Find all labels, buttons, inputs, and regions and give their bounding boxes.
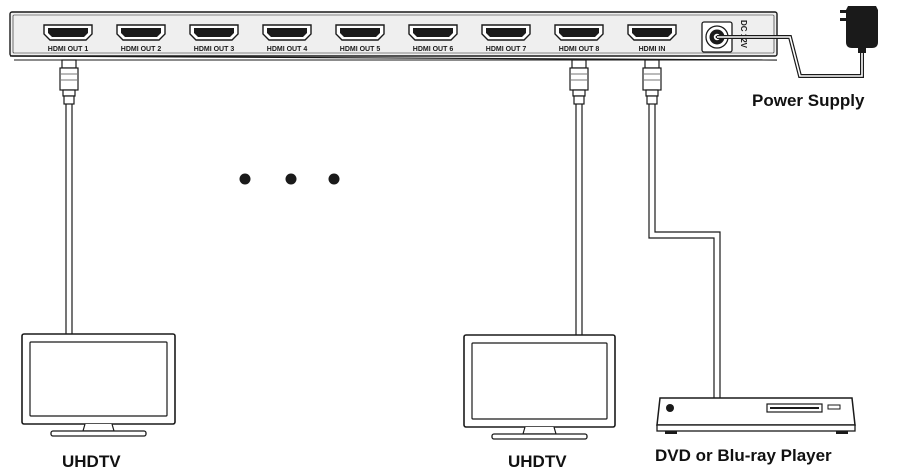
port-hdmi-out-5: HDMI OUT 5 [335, 24, 385, 53]
tv-left-label: UHDTV [62, 452, 121, 471]
power-adapter-icon [840, 6, 878, 53]
port-hdmi-out-8: HDMI OUT 8 [554, 24, 604, 53]
port-hdmi-out-4: HDMI OUT 4 [262, 24, 312, 53]
port-label: HDMI OUT 4 [267, 46, 308, 53]
hdmi-cable-out-8 [569, 59, 589, 335]
player-label: DVD or Blu-ray Player [655, 446, 832, 465]
power-supply-label: Power Supply [752, 91, 865, 110]
three-dots-icon [239, 173, 340, 185]
hdmi-cable-out-1 [59, 59, 79, 334]
port-label: HDMI OUT 7 [486, 46, 527, 53]
port-hdmi-in: HDMI IN [627, 24, 677, 53]
hdmi-cable-in [642, 59, 721, 398]
dc-label: DC 12V [739, 20, 748, 49]
port-label: HDMI OUT 3 [194, 46, 235, 53]
port-label: HDMI OUT 6 [413, 46, 454, 53]
port-hdmi-out-1: HDMI OUT 1 [43, 24, 93, 53]
port-label: HDMI OUT 2 [121, 46, 162, 53]
port-label: HDMI OUT 8 [559, 46, 600, 53]
tv-left-icon [21, 333, 176, 437]
port-hdmi-out-7: HDMI OUT 7 [481, 24, 531, 53]
tv-right-label: UHDTV [508, 452, 567, 471]
hdmi-splitter [9, 11, 778, 61]
player-icon [656, 397, 856, 434]
port-hdmi-out-2: HDMI OUT 2 [116, 24, 166, 53]
port-hdmi-out-3: HDMI OUT 3 [189, 24, 239, 53]
port-label: HDMI OUT 5 [340, 46, 381, 53]
tv-right-icon [463, 334, 616, 440]
port-label: HDMI OUT 1 [48, 46, 89, 53]
port-hdmi-out-6: HDMI OUT 6 [408, 24, 458, 53]
port-label: HDMI IN [639, 46, 666, 53]
